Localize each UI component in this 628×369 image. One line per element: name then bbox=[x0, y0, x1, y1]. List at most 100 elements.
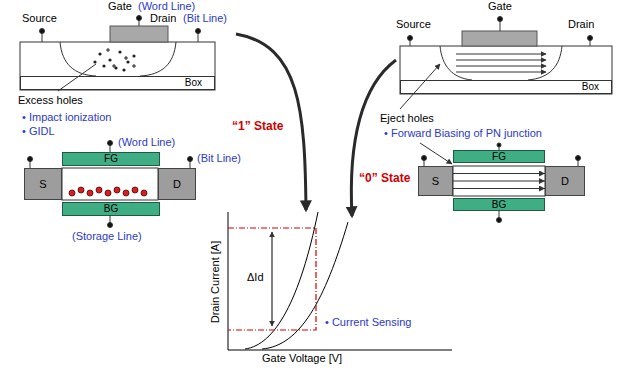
double-gate-cell bbox=[422, 156, 427, 161]
id-vg-graph bbox=[272, 232, 273, 326]
back-gate: BG bbox=[62, 202, 160, 216]
id-vg-graph bbox=[228, 212, 229, 350]
node-text: S bbox=[432, 176, 439, 187]
excess-holes bbox=[122, 68, 125, 71]
hole-flow-arrow bbox=[453, 181, 545, 182]
node-text: S bbox=[39, 179, 46, 190]
node-text: FG bbox=[492, 152, 506, 162]
stored-holes bbox=[69, 190, 75, 196]
excess-holes bbox=[108, 58, 111, 61]
node-text: Box bbox=[185, 78, 202, 88]
excess-holes bbox=[114, 66, 117, 69]
id-vg-graph bbox=[245, 212, 318, 349]
soi-transistor bbox=[198, 33, 199, 42]
stored-holes bbox=[114, 187, 120, 193]
line-name: (Bit Line) bbox=[197, 152, 241, 165]
soi-transistor bbox=[42, 33, 43, 42]
terminal-name: Drain bbox=[568, 18, 594, 31]
stored-holes bbox=[105, 190, 111, 196]
hole-flow-arrows bbox=[456, 66, 546, 67]
excess-holes bbox=[98, 52, 101, 55]
axis-title: Gate Voltage [V] bbox=[262, 352, 342, 365]
soi-transistor bbox=[20, 16, 215, 91]
terminal-name: Gate bbox=[488, 0, 512, 13]
soi-transistor bbox=[400, 17, 612, 95]
double-gate-cell bbox=[497, 143, 501, 147]
callout-label: Eject holes bbox=[380, 112, 434, 125]
node-text: D bbox=[173, 179, 181, 190]
soi-transistor bbox=[60, 42, 96, 76]
stored-holes bbox=[69, 187, 147, 196]
box-layer: Box bbox=[400, 80, 612, 94]
hole-flow-arrow bbox=[453, 188, 545, 189]
node-text: FG bbox=[104, 154, 118, 164]
hole-flow-arrows bbox=[456, 60, 546, 61]
double-gate-cell bbox=[28, 157, 33, 162]
node-text: BG bbox=[104, 204, 118, 214]
stored-holes bbox=[78, 187, 84, 193]
back-gate: BG bbox=[453, 198, 545, 211]
stored-holes bbox=[123, 190, 129, 196]
axis-title: Drain Current [A] bbox=[209, 241, 222, 324]
terminal-name: Source bbox=[396, 18, 431, 31]
drain-region: D bbox=[545, 166, 585, 196]
callout-label: Excess holes bbox=[18, 94, 83, 107]
front-gate: FG bbox=[453, 150, 545, 163]
leader-line bbox=[58, 64, 96, 91]
hole-flow-arrows bbox=[456, 54, 546, 72]
line-name: (Word Line) bbox=[138, 0, 195, 13]
double-gate-cell bbox=[453, 166, 545, 196]
soi-transistor bbox=[440, 46, 472, 80]
double-gate-cell bbox=[108, 141, 113, 146]
excess-holes bbox=[132, 54, 135, 57]
excess-holes bbox=[118, 50, 121, 53]
soi-transistor bbox=[400, 46, 612, 94]
node-text: BG bbox=[492, 200, 506, 210]
terminal-name: Drain bbox=[150, 12, 176, 25]
soi-transistor bbox=[140, 42, 176, 76]
id-vg-graph bbox=[228, 228, 316, 330]
stored-holes bbox=[87, 190, 93, 196]
excess-holes bbox=[93, 60, 96, 63]
soi-transistor bbox=[462, 31, 537, 46]
source-region: S bbox=[418, 166, 453, 196]
terminal-name: Gate bbox=[108, 0, 132, 13]
stored-holes bbox=[96, 187, 102, 193]
hole-flow-arrows bbox=[456, 72, 546, 73]
double-gate-cell bbox=[188, 157, 193, 162]
drain-region: D bbox=[158, 168, 196, 200]
soi-transistor bbox=[20, 42, 215, 90]
double-gate-cell bbox=[110, 145, 111, 152]
bullet-note: • Impact ionization bbox=[22, 111, 111, 124]
line-name: (Bit Line) bbox=[183, 12, 227, 25]
box-layer: Box bbox=[20, 76, 215, 90]
double-gate-cell bbox=[108, 223, 113, 228]
double-gate-cell bbox=[499, 211, 500, 218]
excess-holes bbox=[126, 60, 129, 63]
soi-transistor bbox=[40, 29, 45, 34]
double-gate-cell bbox=[497, 218, 502, 223]
soi-transistor bbox=[528, 46, 562, 80]
double-gate-cell bbox=[576, 156, 581, 161]
excess-holes bbox=[106, 48, 136, 68]
state-label: “1” State bbox=[232, 120, 283, 133]
line-name: (Word Line) bbox=[118, 136, 175, 149]
soi-transistor bbox=[196, 29, 201, 34]
stored-holes bbox=[132, 187, 138, 193]
bullet-note: • GIDL bbox=[22, 125, 55, 138]
double-gate-cell bbox=[190, 161, 191, 168]
soi-transistor bbox=[500, 21, 501, 31]
state-label: “0” State bbox=[359, 172, 410, 185]
hole-flow-arrow bbox=[453, 173, 545, 174]
soi-transistor bbox=[137, 16, 142, 21]
soi-transistor bbox=[408, 36, 413, 41]
leader-arrow bbox=[400, 64, 440, 109]
double-gate-cell bbox=[62, 168, 158, 200]
front-gate: FG bbox=[62, 152, 160, 166]
node-text: D bbox=[561, 176, 569, 187]
id-vg-graph bbox=[228, 212, 452, 350]
soi-transistor bbox=[110, 26, 168, 42]
